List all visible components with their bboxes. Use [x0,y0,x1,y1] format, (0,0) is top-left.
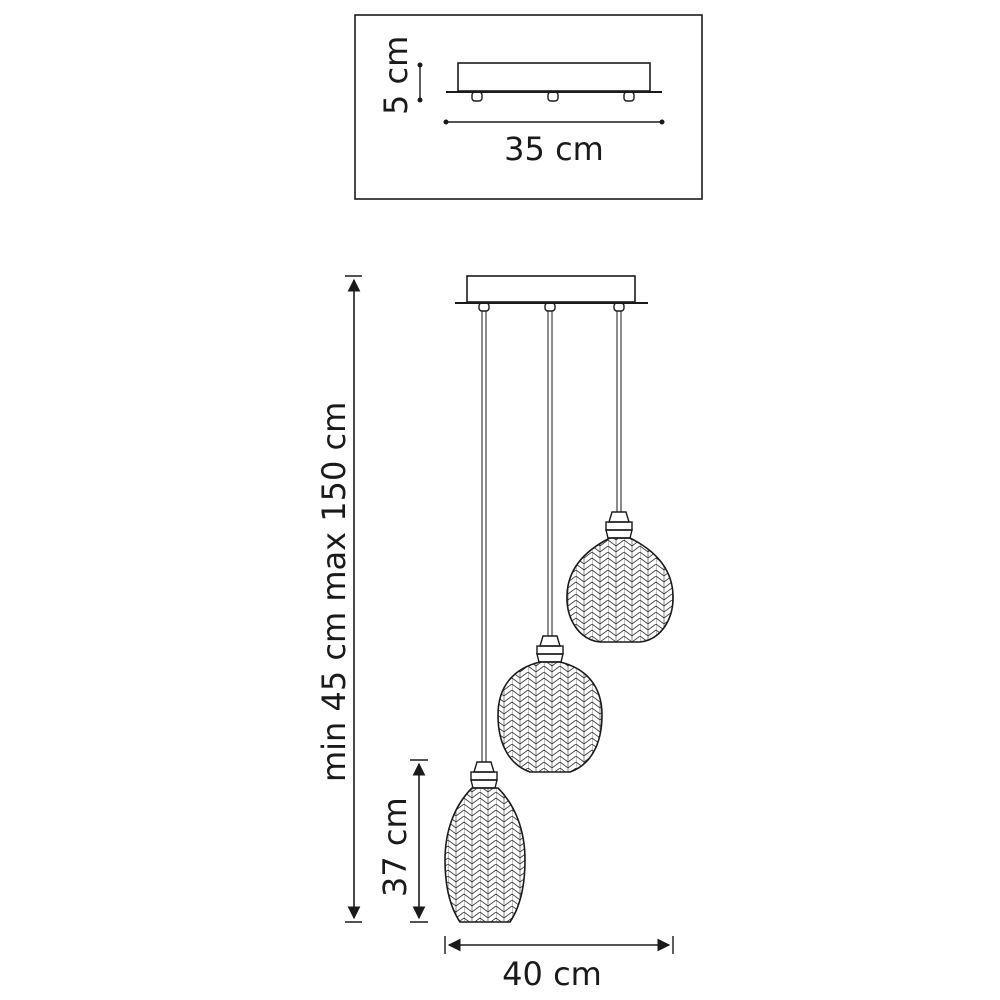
canopy-width-label: 35 cm [504,130,604,168]
glass-shade-right [566,511,674,643]
canopy-detail-view: 5 cm 35 cm [354,14,703,200]
glass-shade-middle [497,635,603,773]
canopy-height-label: 5 cm [377,36,415,115]
cord-length-label: min 45 cm max 150 cm [315,402,353,782]
detail-frame [354,14,703,200]
shade-height-dimension: 37 cm [376,759,428,923]
canopy-fitting [471,91,483,102]
main-canopy-plate [466,275,636,303]
glass-shade-left [444,761,526,923]
pendant-main-view: min 45 cm max 150 cm 37 cm 40 cm [315,275,674,993]
canopy-fitting [623,91,635,102]
suspension-cords [481,311,622,762]
canopy-plate [457,62,651,92]
canopy-fitting [547,91,559,102]
overall-width-label: 40 cm [502,955,602,993]
overall-width-dimension: 40 cm [444,936,674,993]
cord-length-dimension: min 45 cm max 150 cm [315,275,362,923]
shade-height-label: 37 cm [376,797,414,897]
